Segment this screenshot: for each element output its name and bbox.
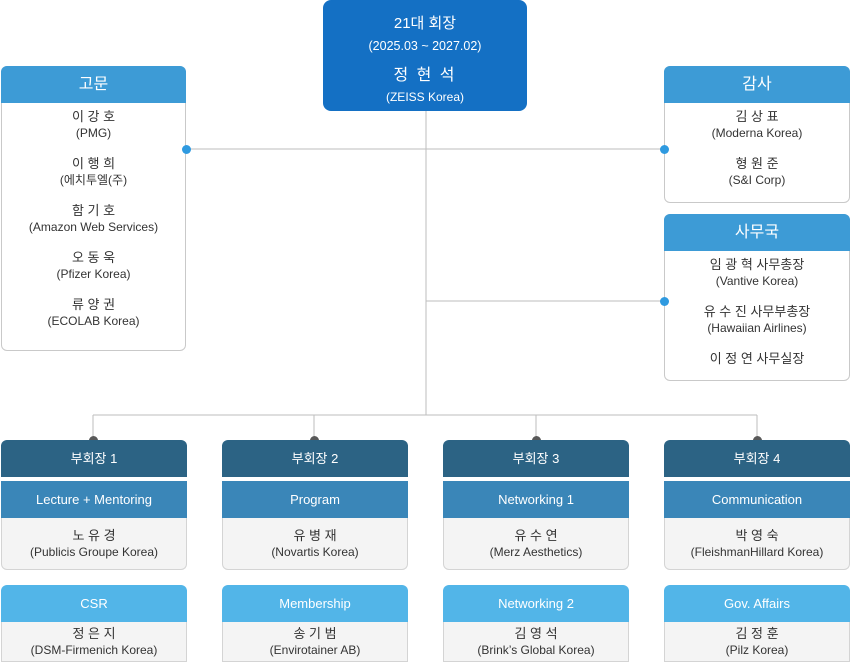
advisor-name: 이 행 희: [71, 156, 116, 171]
secretariat-entry: 이 정 연 사무실장: [665, 351, 849, 367]
sub-committee-org: (Pilz Korea): [725, 643, 789, 657]
vp-info: 박 영 숙 (FleishmanHillard Korea): [664, 518, 850, 570]
sub-committee-title: Networking 2: [443, 585, 629, 622]
vp-title: 부회장 3: [443, 440, 629, 477]
advisors-box: 고문 이 강 호 (PMG) 이 행 희 (에치투엘(주) 함 기 호 (Ama…: [1, 66, 186, 351]
advisor-name: 오 동 욱: [71, 250, 116, 265]
advisor-org: (ECOLAB Korea): [47, 314, 140, 328]
advisors-title: 고문: [1, 66, 186, 103]
auditor-org: (S&I Corp): [728, 173, 786, 187]
sub-committee-name: 김 영 석: [514, 626, 558, 641]
vp-column-1: 부회장 1 Lecture + Mentoring 노 유 경 (Publici…: [1, 440, 187, 570]
vp-org: (Merz Aesthetics): [489, 545, 583, 559]
connector-dot: [660, 145, 669, 154]
secretariat-name: 유 수 진 사무부총장: [703, 304, 811, 319]
auditor-entry: 형 원 준 (S&I Corp): [665, 156, 849, 188]
advisor-name: 함 기 호: [71, 203, 116, 218]
secretariat-entry: 임 광 혁 사무총장 (Vantive Korea): [665, 257, 849, 289]
auditor-org: (Moderna Korea): [711, 126, 803, 140]
sub-committee-4: Gov. Affairs 김 정 훈 (Pilz Korea): [664, 585, 850, 662]
vp-info: 유 수 연 (Merz Aesthetics): [443, 518, 629, 570]
vp-org: (Novartis Korea): [271, 545, 359, 559]
vp-column-3: 부회장 3 Networking 1 유 수 연 (Merz Aesthetic…: [443, 440, 629, 570]
connector-dot: [660, 297, 669, 306]
advisor-name: 이 강 호: [71, 109, 116, 124]
secretariat-org: (Hawaiian Airlines): [707, 321, 807, 335]
advisor-org: (Pfizer Korea): [56, 267, 131, 281]
vp-title: 부회장 4: [664, 440, 850, 477]
sub-committee-3: Networking 2 김 영 석 (Brink’s Global Korea…: [443, 585, 629, 662]
auditors-title: 감사: [664, 66, 850, 103]
secretariat-name: 이 정 연 사무실장: [709, 351, 805, 366]
vp-title: 부회장 2: [222, 440, 408, 477]
committee-title: Lecture + Mentoring: [1, 481, 187, 518]
committee-title: Program: [222, 481, 408, 518]
president-name: 정 현 석: [393, 67, 457, 84]
sub-committee-info: 김 정 훈 (Pilz Korea): [664, 622, 850, 662]
sub-committee-name: 정 은 지: [72, 626, 116, 641]
secretariat-title: 사무국: [664, 214, 850, 251]
advisor-entry: 오 동 욱 (Pfizer Korea): [2, 250, 185, 282]
president-title: 21대 회장: [393, 15, 457, 32]
sub-committee-1: CSR 정 은 지 (DSM-Firmenich Korea): [1, 585, 187, 662]
sub-committee-info: 김 영 석 (Brink’s Global Korea): [443, 622, 629, 662]
secretariat-box: 사무국 임 광 혁 사무총장 (Vantive Korea) 유 수 진 사무부…: [664, 214, 850, 381]
sub-committee-title: Gov. Affairs: [664, 585, 850, 622]
vp-info: 유 병 재 (Novartis Korea): [222, 518, 408, 570]
secretariat-entry: 유 수 진 사무부총장 (Hawaiian Airlines): [665, 304, 849, 336]
auditor-entry: 김 상 표 (Moderna Korea): [665, 109, 849, 141]
vp-column-4: 부회장 4 Communication 박 영 숙 (FleishmanHill…: [664, 440, 850, 570]
auditor-name: 형 원 준: [735, 156, 779, 171]
sub-committee-title: CSR: [1, 585, 187, 622]
advisor-org: (PMG): [75, 126, 112, 140]
vp-name: 노 유 경: [72, 528, 116, 543]
advisor-entry: 류 양 권 (ECOLAB Korea): [2, 297, 185, 329]
sub-committee-org: (Brink’s Global Korea): [477, 643, 595, 657]
advisor-entry: 이 강 호 (PMG): [2, 109, 185, 141]
auditors-box: 감사 김 상 표 (Moderna Korea) 형 원 준 (S&I Corp…: [664, 66, 850, 203]
advisor-entry: 함 기 호 (Amazon Web Services): [2, 203, 185, 235]
vp-name: 박 영 숙: [735, 528, 779, 543]
advisor-org: (에치투엘(주): [59, 173, 128, 187]
vp-name: 유 수 연: [514, 528, 558, 543]
sub-committee-name: 송 기 범: [293, 626, 337, 641]
secretariat-name: 임 광 혁 사무총장: [709, 257, 805, 272]
sub-committee-title: Membership: [222, 585, 408, 622]
committee-title: Networking 1: [443, 481, 629, 518]
president-term: (2025.03 ~ 2027.02): [368, 39, 482, 53]
president-org: (ZEISS Korea): [385, 90, 465, 104]
sub-committee-name: 김 정 훈: [735, 626, 779, 641]
vp-org: (FleishmanHillard Korea): [690, 545, 824, 559]
sub-committee-2: Membership 송 기 범 (Envirotainer AB): [222, 585, 408, 662]
advisor-org: (Amazon Web Services): [28, 220, 159, 234]
sub-committee-org: (Envirotainer AB): [269, 643, 361, 657]
vp-info: 노 유 경 (Publicis Groupe Korea): [1, 518, 187, 570]
vp-name: 유 병 재: [293, 528, 337, 543]
president-box: 21대 회장 (2025.03 ~ 2027.02) 정 현 석 (ZEISS …: [323, 0, 527, 111]
connector-dot: [182, 145, 191, 154]
advisor-name: 류 양 권: [71, 297, 116, 312]
committee-title: Communication: [664, 481, 850, 518]
sub-committee-info: 송 기 범 (Envirotainer AB): [222, 622, 408, 662]
advisor-entry: 이 행 희 (에치투엘(주): [2, 156, 185, 188]
sub-committee-info: 정 은 지 (DSM-Firmenich Korea): [1, 622, 187, 662]
vp-org: (Publicis Groupe Korea): [29, 545, 159, 559]
vp-title: 부회장 1: [1, 440, 187, 477]
vp-column-2: 부회장 2 Program 유 병 재 (Novartis Korea): [222, 440, 408, 570]
auditor-name: 김 상 표: [735, 109, 779, 124]
sub-committee-org: (DSM-Firmenich Korea): [30, 643, 158, 657]
secretariat-org: (Vantive Korea): [715, 274, 799, 288]
